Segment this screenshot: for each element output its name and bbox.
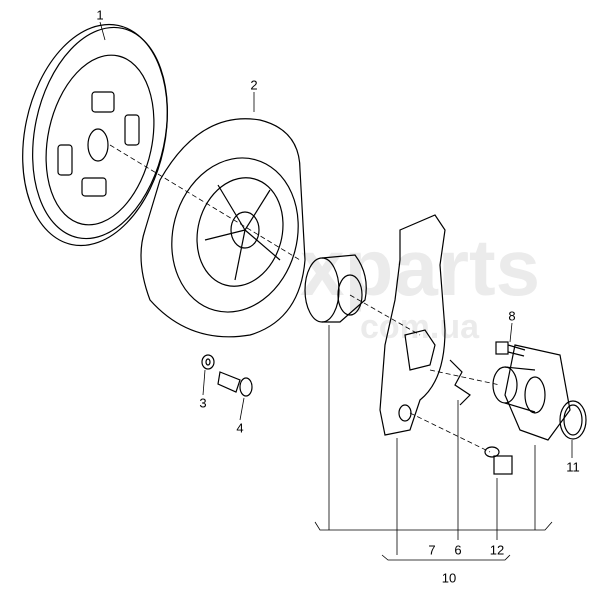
callout-8: 8 [508, 308, 516, 324]
callout-11: 11 [566, 459, 580, 475]
callout-12: 12 [489, 542, 505, 558]
pressure-plate[interactable] [140, 118, 315, 338]
bolt-8[interactable] [495, 341, 526, 357]
callout-7: 7 [428, 542, 436, 558]
watermark-main: xparts [300, 223, 541, 312]
callout-6: 6 [454, 542, 462, 558]
callout-1: 1 [96, 7, 104, 23]
guide-sleeve[interactable] [492, 344, 571, 441]
o-ring[interactable] [559, 400, 587, 440]
callout-4: 4 [236, 420, 244, 436]
release-bearing[interactable] [304, 254, 367, 323]
release-fork[interactable] [379, 214, 446, 436]
callout-2: 2 [250, 77, 258, 93]
pivot-bolt-12[interactable] [484, 446, 513, 475]
watermark-sub: com.ua [360, 308, 480, 346]
leader-lines [99, 21, 573, 561]
callout-3: 3 [199, 395, 207, 411]
clutch-disc[interactable] [3, 11, 187, 259]
o-ring-inner [563, 404, 583, 436]
washer-3[interactable] [201, 354, 215, 370]
bolt-4[interactable] [217, 371, 253, 397]
callout-10: 10 [441, 570, 457, 586]
retaining-clip[interactable] [449, 359, 471, 406]
